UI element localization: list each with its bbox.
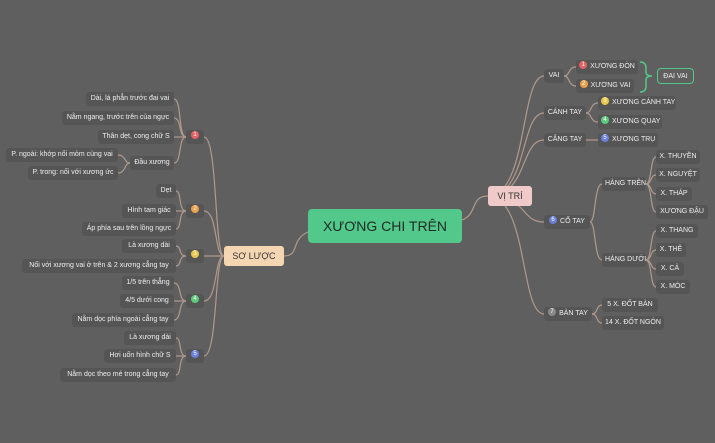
leaf-node[interactable]: X. THUYỀN [656,150,700,164]
leaf-node[interactable]: Hình tam giác [122,204,176,218]
branch-1-badge[interactable]: 1 [186,130,204,144]
root-node[interactable]: XƯƠNG CHI TRÊN [308,209,462,243]
leaf-node[interactable]: Là xương dài [124,331,176,345]
leaf-node[interactable]: Đầu xương [130,156,174,170]
badge-6: 6 [549,216,558,225]
leaf-node[interactable]: X. NGUYỆT [656,168,700,182]
leaf-node[interactable]: P. ngoài: khớp nối mỏm cùng vai [6,148,118,162]
main-node-so-luoc[interactable]: SƠ LƯỢC [224,246,284,266]
leaf-node[interactable]: 4/5 dưới cong [120,294,174,308]
badge-7: 7 [548,308,557,317]
branch-2-badge[interactable]: 2 [186,204,204,218]
leaf-node[interactable]: Nối với xương vai ở trên & 2 xương cẳng … [22,259,176,273]
leaf-node[interactable]: Áp phía sau trên lồng ngực [82,222,176,236]
category-canh-tay[interactable]: CÁNH TAY [544,106,586,120]
leaf-node[interactable]: X. MÓC [656,280,690,294]
leaf-node[interactable]: 1/5 trên thẳng [122,276,174,290]
leaf-node[interactable]: Dài, lá phẳn trước đai vai [86,92,174,106]
leaf-node[interactable]: X. THÊ [656,243,686,257]
branch-4-badge[interactable]: 4 [186,294,204,308]
sub-category-hang-duoi[interactable]: HÀNG DƯỚI [602,253,646,267]
branch-5-badge[interactable]: 5 [186,349,204,363]
branch-3-badge[interactable]: 3 [186,249,204,263]
leaf-node[interactable]: X. THÁP [656,187,692,201]
leaf-node[interactable]: 5 X. ĐỐT BÀN [602,298,658,312]
leaf-node[interactable]: X. CẢ [656,262,684,276]
group-label-dai-vai[interactable]: ĐAI VAI [657,68,694,84]
leaf-node[interactable]: Nằm ngang, trước trên của ngực [62,111,174,125]
leaf-node[interactable]: Thân dẹt, cong chữ S [98,130,174,144]
leaf-node[interactable]: Nằm dọc phía ngoài cẳng tay [72,313,174,327]
leaf-node[interactable]: X. THANG [656,224,698,238]
leaf-node[interactable]: Là xương dài [122,239,176,253]
category-vai[interactable]: VAI [544,69,564,83]
sub-category-hang-tren[interactable]: HÀNG TRÊN [602,177,646,191]
leaf-node[interactable]: 14 X. ĐỐT NGÓN [602,316,664,330]
main-node-vi-tri[interactable]: VỊ TRÍ [488,186,532,206]
category-cang-tay[interactable]: CẲNG TAY [544,133,586,147]
leaf-node[interactable]: XƯƠNG ĐẬU [656,205,708,219]
leaf-node[interactable]: Nằm dọc theo mé trong cẳng tay [60,368,176,382]
leaf-node[interactable]: Hơi uốn hình chữ S [104,349,176,363]
leaf-node[interactable]: P. trong: nối với xương ức [28,166,118,180]
leaf-node[interactable]: Dẹt [156,184,176,198]
